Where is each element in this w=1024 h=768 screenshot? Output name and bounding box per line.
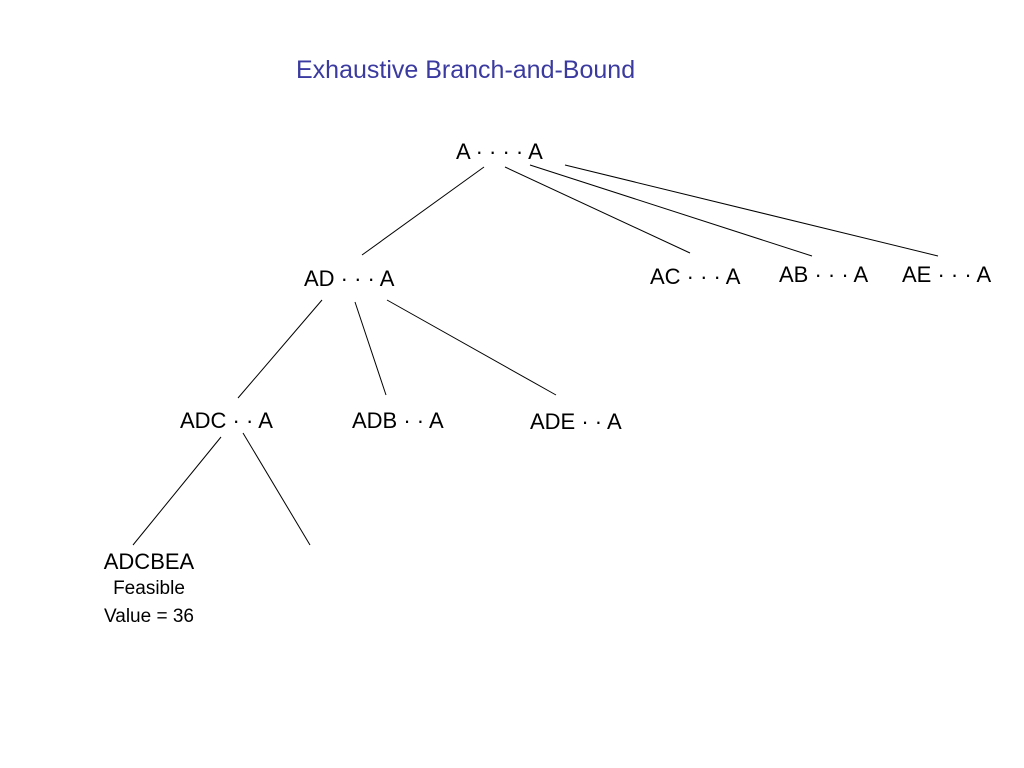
edge-root-ae <box>564 164 939 257</box>
leaf-name: ADCBEA <box>103 549 195 574</box>
edge-adc-unexplored <box>242 432 311 546</box>
edge-adc-leaf <box>132 436 222 546</box>
edge-root-ab <box>529 164 813 257</box>
node-ad: AD · · · A <box>304 266 395 291</box>
node-ac: AC · · · A <box>650 264 741 289</box>
node-ae: AE · · · A <box>902 262 992 287</box>
leaf-node-adcbea: ADCBEA Feasible Value = 36 <box>78 549 220 631</box>
node-ab: AB · · · A <box>779 262 869 287</box>
edge-ad-adb <box>354 301 387 396</box>
edge-root-ad <box>361 166 485 256</box>
leaf-status: Feasible <box>113 578 185 599</box>
edge-ad-adc <box>237 299 323 399</box>
node-root: A · · · · A <box>456 139 543 164</box>
slide-title: Exhaustive Branch-and-Bound <box>296 56 636 84</box>
node-ade: ADE · · A <box>530 409 622 434</box>
edge-root-ac <box>504 166 691 254</box>
node-adb: ADB · · A <box>352 408 444 433</box>
edge-ad-ade <box>386 299 557 396</box>
node-adc: ADC · · A <box>180 408 273 433</box>
leaf-value: Value = 36 <box>104 606 194 627</box>
